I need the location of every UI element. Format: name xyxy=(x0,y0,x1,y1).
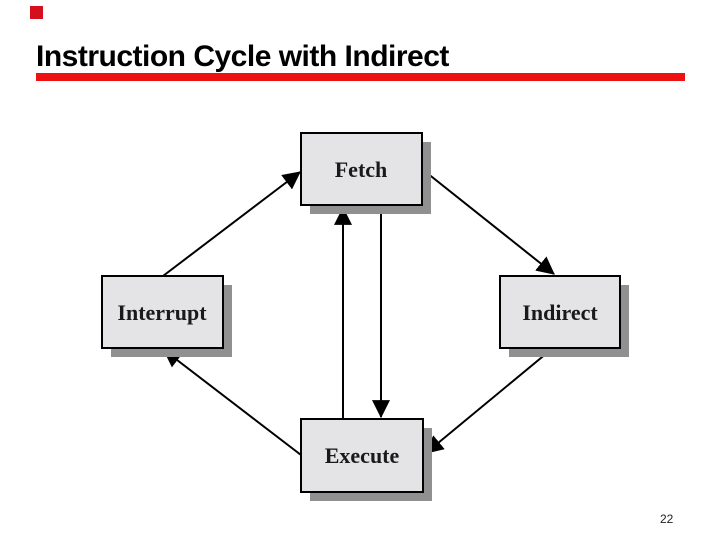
corner-accent-square xyxy=(30,6,43,19)
fetch-box-rect xyxy=(300,132,423,206)
fetch-box-label: Fetch xyxy=(335,157,388,182)
arrow-indirect-to-execute xyxy=(425,347,554,454)
arrow-execute-to-interrupt xyxy=(163,349,302,456)
execute-box-rect xyxy=(300,418,424,493)
page-number: 22 xyxy=(660,512,674,526)
fetch-box: Fetch xyxy=(300,132,431,214)
execute-box-label: Execute xyxy=(325,443,400,468)
arrow-fetch-to-indirect xyxy=(421,168,555,275)
slide-title: Instruction Cycle with Indirect xyxy=(36,40,449,73)
indirect-box-label: Indirect xyxy=(522,300,598,325)
indirect-box: Indirect xyxy=(499,275,629,357)
interrupt-box-rect xyxy=(101,275,224,349)
title-underline-rule xyxy=(36,73,685,81)
interrupt-box: Interrupt xyxy=(101,275,232,357)
execute-box: Execute xyxy=(300,418,432,501)
interrupt-box-label: Interrupt xyxy=(117,300,207,325)
arrow-interrupt-to-fetch xyxy=(162,171,301,277)
arrow-group xyxy=(162,168,555,456)
indirect-box-rect xyxy=(499,275,621,349)
